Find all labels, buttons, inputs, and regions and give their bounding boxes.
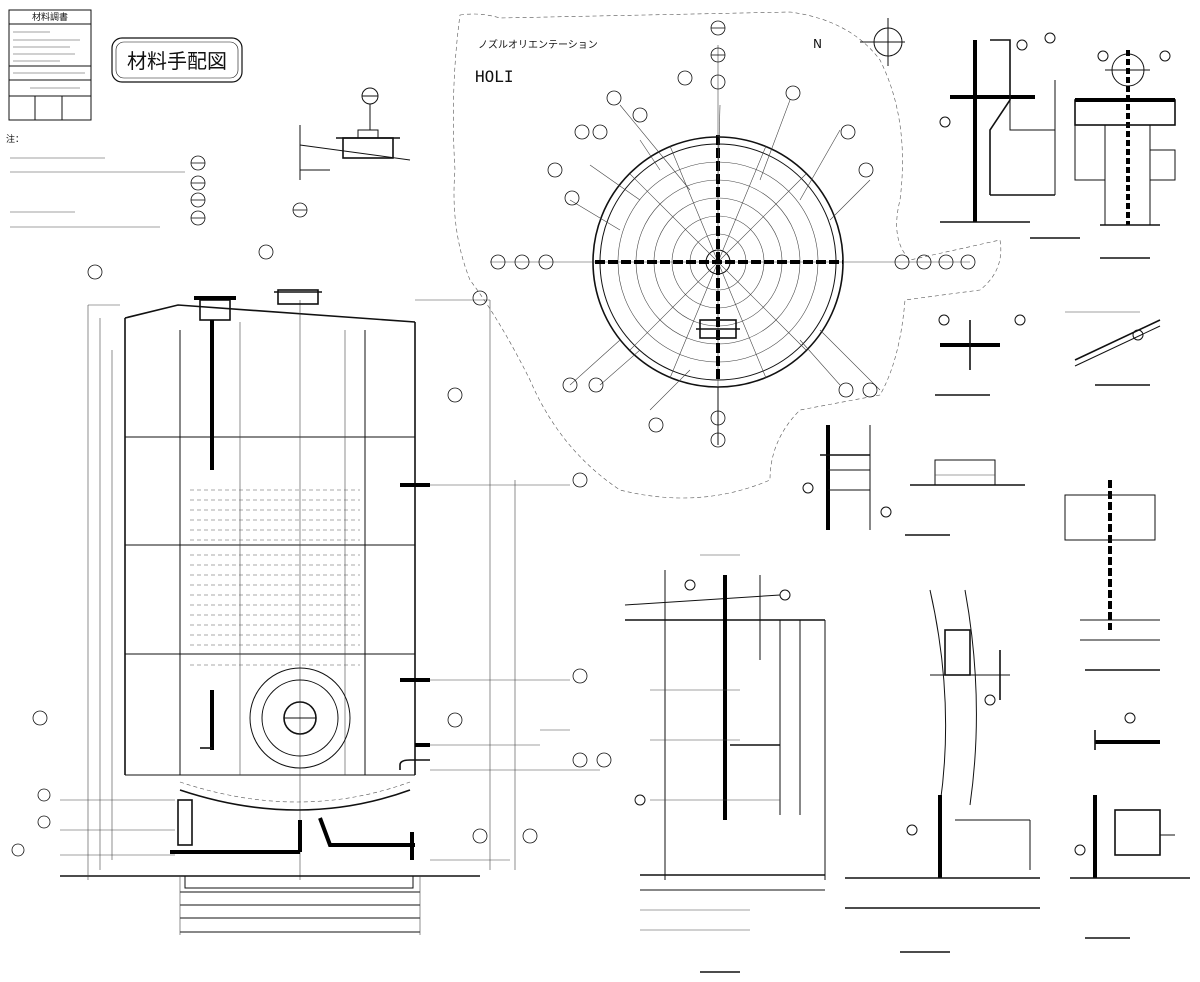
detail-platform-section [624, 554, 826, 973]
plan-view: ノズルオリエンテーション HOLI N [453, 11, 1002, 499]
north-label: N [813, 37, 822, 51]
note-tags [190, 155, 206, 226]
detail-wall-bracket [845, 795, 1040, 953]
plan-view-label: HOLI [475, 67, 514, 86]
notes: 注： [6, 133, 185, 228]
notes-header: 注： [6, 133, 24, 145]
top-nozzle-detail [299, 87, 411, 180]
detail-anchor-bolt [1064, 480, 1160, 671]
title-stamp-text: 材料手配図 [127, 49, 227, 73]
detail-sloped-plate [1065, 311, 1161, 386]
detail-nozzle-pad [1070, 795, 1190, 939]
detail-support-angle [1094, 712, 1160, 750]
title-block-heading: 材料調書 [32, 11, 68, 23]
detail-flange-plate [905, 459, 1025, 536]
detail-curved-shell [929, 589, 1010, 806]
north-arrow-icon [860, 18, 905, 66]
plan-view-title: ノズルオリエンテーション [478, 38, 598, 51]
title-block: 材料調書 [8, 9, 92, 121]
detail-roof-connection [939, 32, 1080, 239]
detail-nozzle-section [1074, 50, 1176, 259]
detail-bracket [802, 425, 892, 530]
title-stamp: 材料手配図 [111, 37, 243, 83]
detail-plate-joint [935, 314, 1026, 396]
tank-elevation [11, 202, 612, 935]
